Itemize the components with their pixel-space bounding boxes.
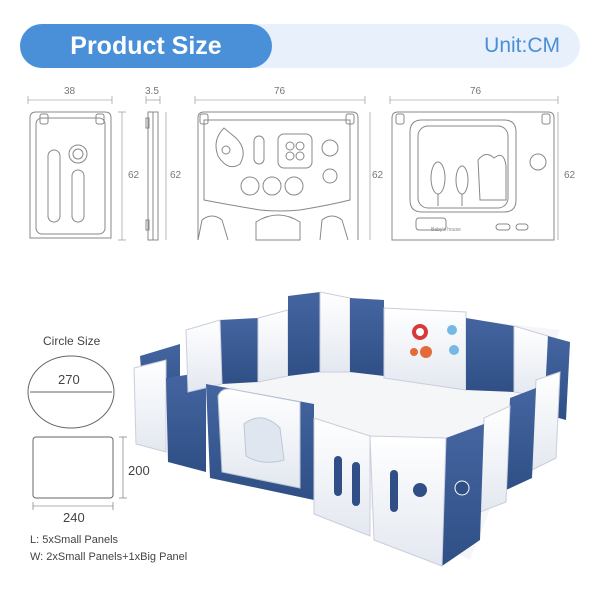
circle-size-label: Circle Size (43, 334, 101, 348)
panel-side-drawing (145, 96, 167, 241)
left-wall (133, 319, 223, 472)
circle-diameter: 270 (58, 372, 80, 387)
dim-small-panel-height: 62 (128, 170, 140, 181)
big-panel-front-drawing (194, 96, 371, 241)
dim-big-panel-back-width: 76 (470, 86, 482, 97)
small-panel-drawing (27, 96, 126, 241)
dim-big-panel-height: 62 (372, 170, 384, 181)
unit-label: Unit:CM (484, 34, 560, 57)
dim-side-width: 3.5 (145, 86, 159, 97)
dim-small-panel-width: 38 (64, 86, 76, 97)
rectangle-height: 200 (128, 463, 150, 478)
circle-footprint (27, 355, 115, 429)
dim-big-panel-width: 76 (274, 86, 286, 97)
panel-badge-text: Baby's house (431, 227, 461, 233)
page-title: Product Size (70, 32, 222, 60)
rectangle-width: 240 (63, 510, 85, 525)
rectangle-footprint (32, 436, 114, 499)
right-wall (442, 336, 570, 566)
length-note: L: 5xSmall Panels (30, 534, 119, 546)
title-pill (20, 24, 272, 68)
width-note: W: 2xSmall Panels+1xBig Panel (30, 551, 188, 563)
big-panel-back-drawing (389, 96, 559, 241)
front-wall (206, 384, 447, 567)
dim-big-panel-back-height: 62 (564, 170, 576, 181)
dim-side-height: 62 (170, 170, 182, 181)
back-wall (220, 291, 549, 399)
title-bar: Product Size Unit:CM (20, 24, 580, 68)
